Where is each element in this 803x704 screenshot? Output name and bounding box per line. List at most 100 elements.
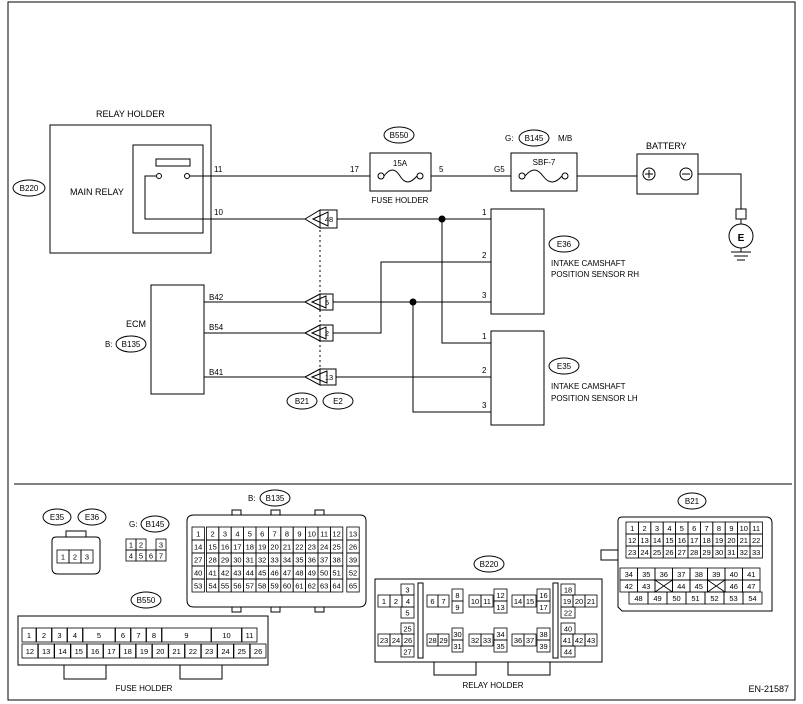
pin-number: 6 (692, 524, 696, 533)
pin-number: 2 (643, 524, 647, 533)
pin-cell (86, 643, 104, 659)
pin-number: 44 (246, 568, 254, 577)
pin-number: 22 (295, 542, 303, 551)
pin-number: 1 (382, 597, 386, 606)
b145-g-prefix: G: (129, 520, 137, 529)
main-relay-label: MAIN RELAY (70, 187, 124, 197)
relay-contact-left (156, 173, 162, 179)
pin-number: 1 (630, 524, 634, 533)
pin-number: 48 (634, 594, 642, 603)
pin-number: 20 (270, 542, 278, 551)
pin-number: 11 (483, 597, 491, 606)
pin-number: 42 (221, 568, 229, 577)
pin-number: 1 (129, 540, 133, 549)
pin-cell (480, 633, 494, 647)
pin-number: 37 (677, 570, 685, 579)
pin-cell (37, 643, 55, 659)
pin-number: 23 (205, 647, 213, 656)
pin-number: 22 (564, 608, 572, 617)
svg-text:B145: B145 (525, 134, 544, 143)
pin-number: 17 (690, 536, 698, 545)
pin-number: 31 (453, 642, 461, 651)
pin-number: 63 (320, 581, 328, 590)
pin-cell (184, 643, 202, 659)
b220-label: B220 (20, 184, 39, 193)
lh-sensor-name-2: POSITION SENSOR LH (551, 394, 638, 403)
pin-number: 48 (295, 568, 303, 577)
pin-number: 38 (332, 555, 340, 564)
pin-number: 10 (740, 524, 748, 533)
svg-text:E36: E36 (557, 240, 572, 249)
main-relay-box (132, 144, 204, 234)
pin-number: 16 (91, 647, 99, 656)
pin-number: 24 (640, 548, 648, 557)
pin-number: 13 (42, 647, 50, 656)
pin-number: 43 (587, 636, 595, 645)
pin-number: 7 (273, 529, 277, 538)
lh-pin-2: 2 (482, 366, 487, 375)
diagram-frame (7, 1, 796, 701)
b220-tag-bottom: B220 (473, 555, 505, 573)
fuse-pin-5: 5 (439, 165, 444, 174)
pin-number: 25 (332, 542, 340, 551)
svg-text:E35: E35 (557, 362, 572, 371)
pin-number: 34 (283, 555, 291, 564)
pin-cell (67, 627, 83, 643)
pin-cell (70, 643, 88, 659)
b21-connector-face (617, 516, 773, 612)
pin-number: 59 (270, 581, 278, 590)
e36-tag-bottom: E36 (77, 508, 107, 526)
pin-number: 15 (526, 597, 534, 606)
svg-text:B21: B21 (295, 397, 310, 406)
fuse-rating: 15A (393, 159, 408, 168)
pin-number: 60 (283, 581, 291, 590)
wire-j2-to-rh2 (333, 261, 491, 334)
pin-number: 26 (254, 647, 262, 656)
pin-number: 4 (406, 597, 410, 606)
sbf-label: SBF-7 (533, 158, 556, 167)
pin-number: 21 (172, 647, 180, 656)
pin-cell (115, 627, 131, 643)
e35-connector-tag: E35 (548, 357, 580, 375)
pin-number: 36 (514, 636, 522, 645)
pin-number: 25 (653, 548, 661, 557)
pin-number: 50 (672, 594, 680, 603)
junction-connector-48: 48 (304, 209, 338, 229)
pin-number: 25 (238, 647, 246, 656)
pin-number: 5 (248, 529, 252, 538)
pin-number: 49 (653, 594, 661, 603)
pin-cell (584, 633, 598, 647)
mb-label: M/B (558, 134, 572, 143)
pin-number: 3 (85, 552, 89, 561)
svg-text:B21: B21 (685, 497, 700, 506)
pin-number: 18 (702, 536, 710, 545)
junction-connector-13: 13 (303, 368, 337, 386)
pin-cell (400, 606, 415, 619)
pin-number: 38 (539, 630, 547, 639)
relay-contact-right (184, 173, 190, 179)
pin-number: 10 (222, 631, 230, 640)
pin-number: 31 (727, 548, 735, 557)
pin-number: 35 (295, 555, 303, 564)
pin-number: 6 (430, 597, 434, 606)
pin-number: 64 (332, 581, 340, 590)
rh-pin-2: 2 (482, 251, 487, 260)
lh-pin-3: 3 (482, 401, 487, 410)
pin-number: 33 (752, 548, 760, 557)
pin-number: 3 (655, 524, 659, 533)
pin-cell (523, 633, 537, 647)
rh-sensor-box (490, 208, 545, 315)
pin-cell (249, 643, 267, 659)
relay-pin-11: 11 (214, 165, 223, 174)
b135-tag-bottom: B135 (259, 489, 291, 507)
pin-number: 29 (702, 548, 710, 557)
e35-tag-bottom: E35 (42, 508, 72, 526)
pin-number: 10 (471, 597, 479, 606)
relay-holder-bottom-label: RELAY HOLDER (462, 681, 523, 690)
pin-number: 17 (539, 603, 547, 612)
pin-number: 21 (587, 597, 595, 606)
pin-number: 35 (642, 570, 650, 579)
pin-number: 4 (129, 551, 133, 560)
pin-number: 52 (349, 568, 357, 577)
battery-label: BATTERY (646, 141, 687, 151)
